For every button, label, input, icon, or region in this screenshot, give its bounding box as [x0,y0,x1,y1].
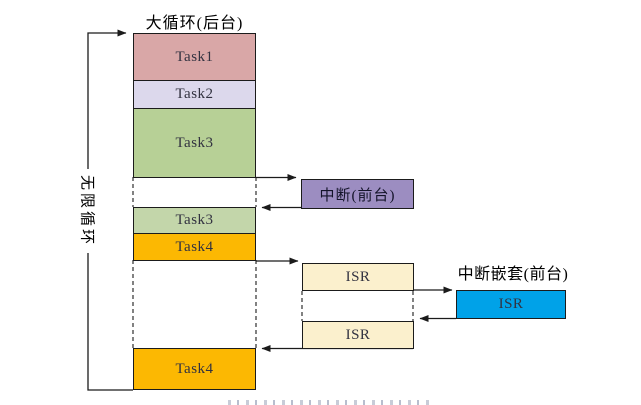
suspended-segment-dashes [132,177,257,348]
task3-box: Task3 [133,108,256,178]
task4-box: Task4 [133,233,256,261]
task3-resumed-box: Task3 [133,207,256,234]
interrupt-box: 中断(前台) [301,179,414,209]
nested-isr-box: ISR [456,290,566,319]
nested-interrupt-label: 中断嵌套(前台) [457,266,569,283]
task2-box: Task2 [133,80,256,109]
task1-box: Task1 [133,33,256,81]
isr-suspended-dashes [301,291,414,321]
isr1-box: ISR [302,263,414,291]
caption-fragment [228,400,433,405]
task4-resumed-box: Task4 [133,348,256,390]
isr2-box: ISR [302,321,414,349]
infinite-loop-label: 无限循环 [76,168,100,254]
background-loop-title: 大循环(后台) [145,15,244,32]
